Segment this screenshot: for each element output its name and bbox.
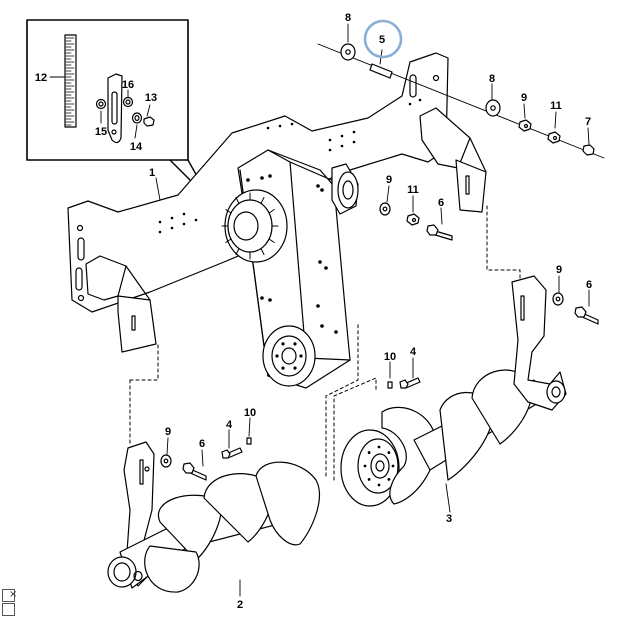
left-mount-arm: [85, 255, 157, 353]
callout-16: 16: [122, 79, 134, 91]
hydraulic-motor: [331, 163, 359, 215]
fastener-set-4-10: [221, 377, 421, 459]
callout-6-lower: 6: [199, 438, 205, 450]
left-auger-screw: [107, 461, 320, 593]
inset-bolt-13: [143, 116, 155, 127]
highlight-circle: [363, 19, 403, 59]
callout-4-upper: 4: [410, 346, 417, 358]
callout-3: 3: [446, 513, 452, 525]
slotted-bracket-part: [107, 73, 123, 144]
callout-7: 7: [585, 116, 591, 128]
callout-9-upper: 9: [521, 92, 527, 104]
callout-13: 13: [145, 92, 157, 104]
inset-washer-15: [95, 98, 107, 110]
callout-11-middle: 11: [407, 184, 419, 196]
callout-5: 5: [379, 34, 385, 46]
window-close-widget[interactable]: ×: [0, 589, 17, 619]
callout-8-top: 8: [345, 12, 351, 24]
callout-labels: 1 2 3 4 4 5 6 6 6 7 8 8 9 9 9 9 10 10 11…: [35, 12, 592, 611]
detail-inset: [26, 19, 199, 187]
callout-9-lower: 9: [165, 426, 171, 438]
callout-1: 1: [149, 167, 155, 179]
window-close-icon[interactable]: ×: [2, 589, 17, 602]
callout-9-right: 9: [556, 264, 562, 276]
callout-6-right: 6: [586, 279, 592, 291]
drive-coupling: [221, 189, 288, 263]
inset-washer-16: [122, 96, 134, 108]
callout-2: 2: [237, 599, 243, 611]
callout-9-middle: 9: [386, 174, 392, 186]
callout-11-upper: 11: [550, 100, 562, 112]
callout-4-lower: 4: [226, 419, 233, 431]
fastener-set-lower-left: [160, 454, 207, 481]
fastener-set-middle: [379, 202, 453, 241]
callout-8-right: 8: [489, 73, 495, 85]
callout-12: 12: [35, 72, 47, 84]
scale-strip-part: [64, 34, 77, 128]
right-mount-arm: [419, 107, 487, 213]
assembly-guide-lines: [129, 205, 521, 481]
fastener-set-right: [552, 292, 599, 325]
callout-14: 14: [130, 141, 143, 153]
inset-washer-14: [131, 112, 143, 124]
callout-15: 15: [95, 126, 107, 138]
right-auger-bracket: [511, 275, 567, 411]
auger-hub-disc: [340, 429, 400, 507]
callout-10-lower: 10: [244, 407, 256, 419]
callout-6-middle: 6: [438, 197, 444, 209]
output-flange: [262, 325, 316, 387]
window-restore-icon[interactable]: [2, 603, 15, 616]
fastener-set-upper: [317, 43, 605, 159]
callout-10-upper: 10: [384, 351, 396, 363]
